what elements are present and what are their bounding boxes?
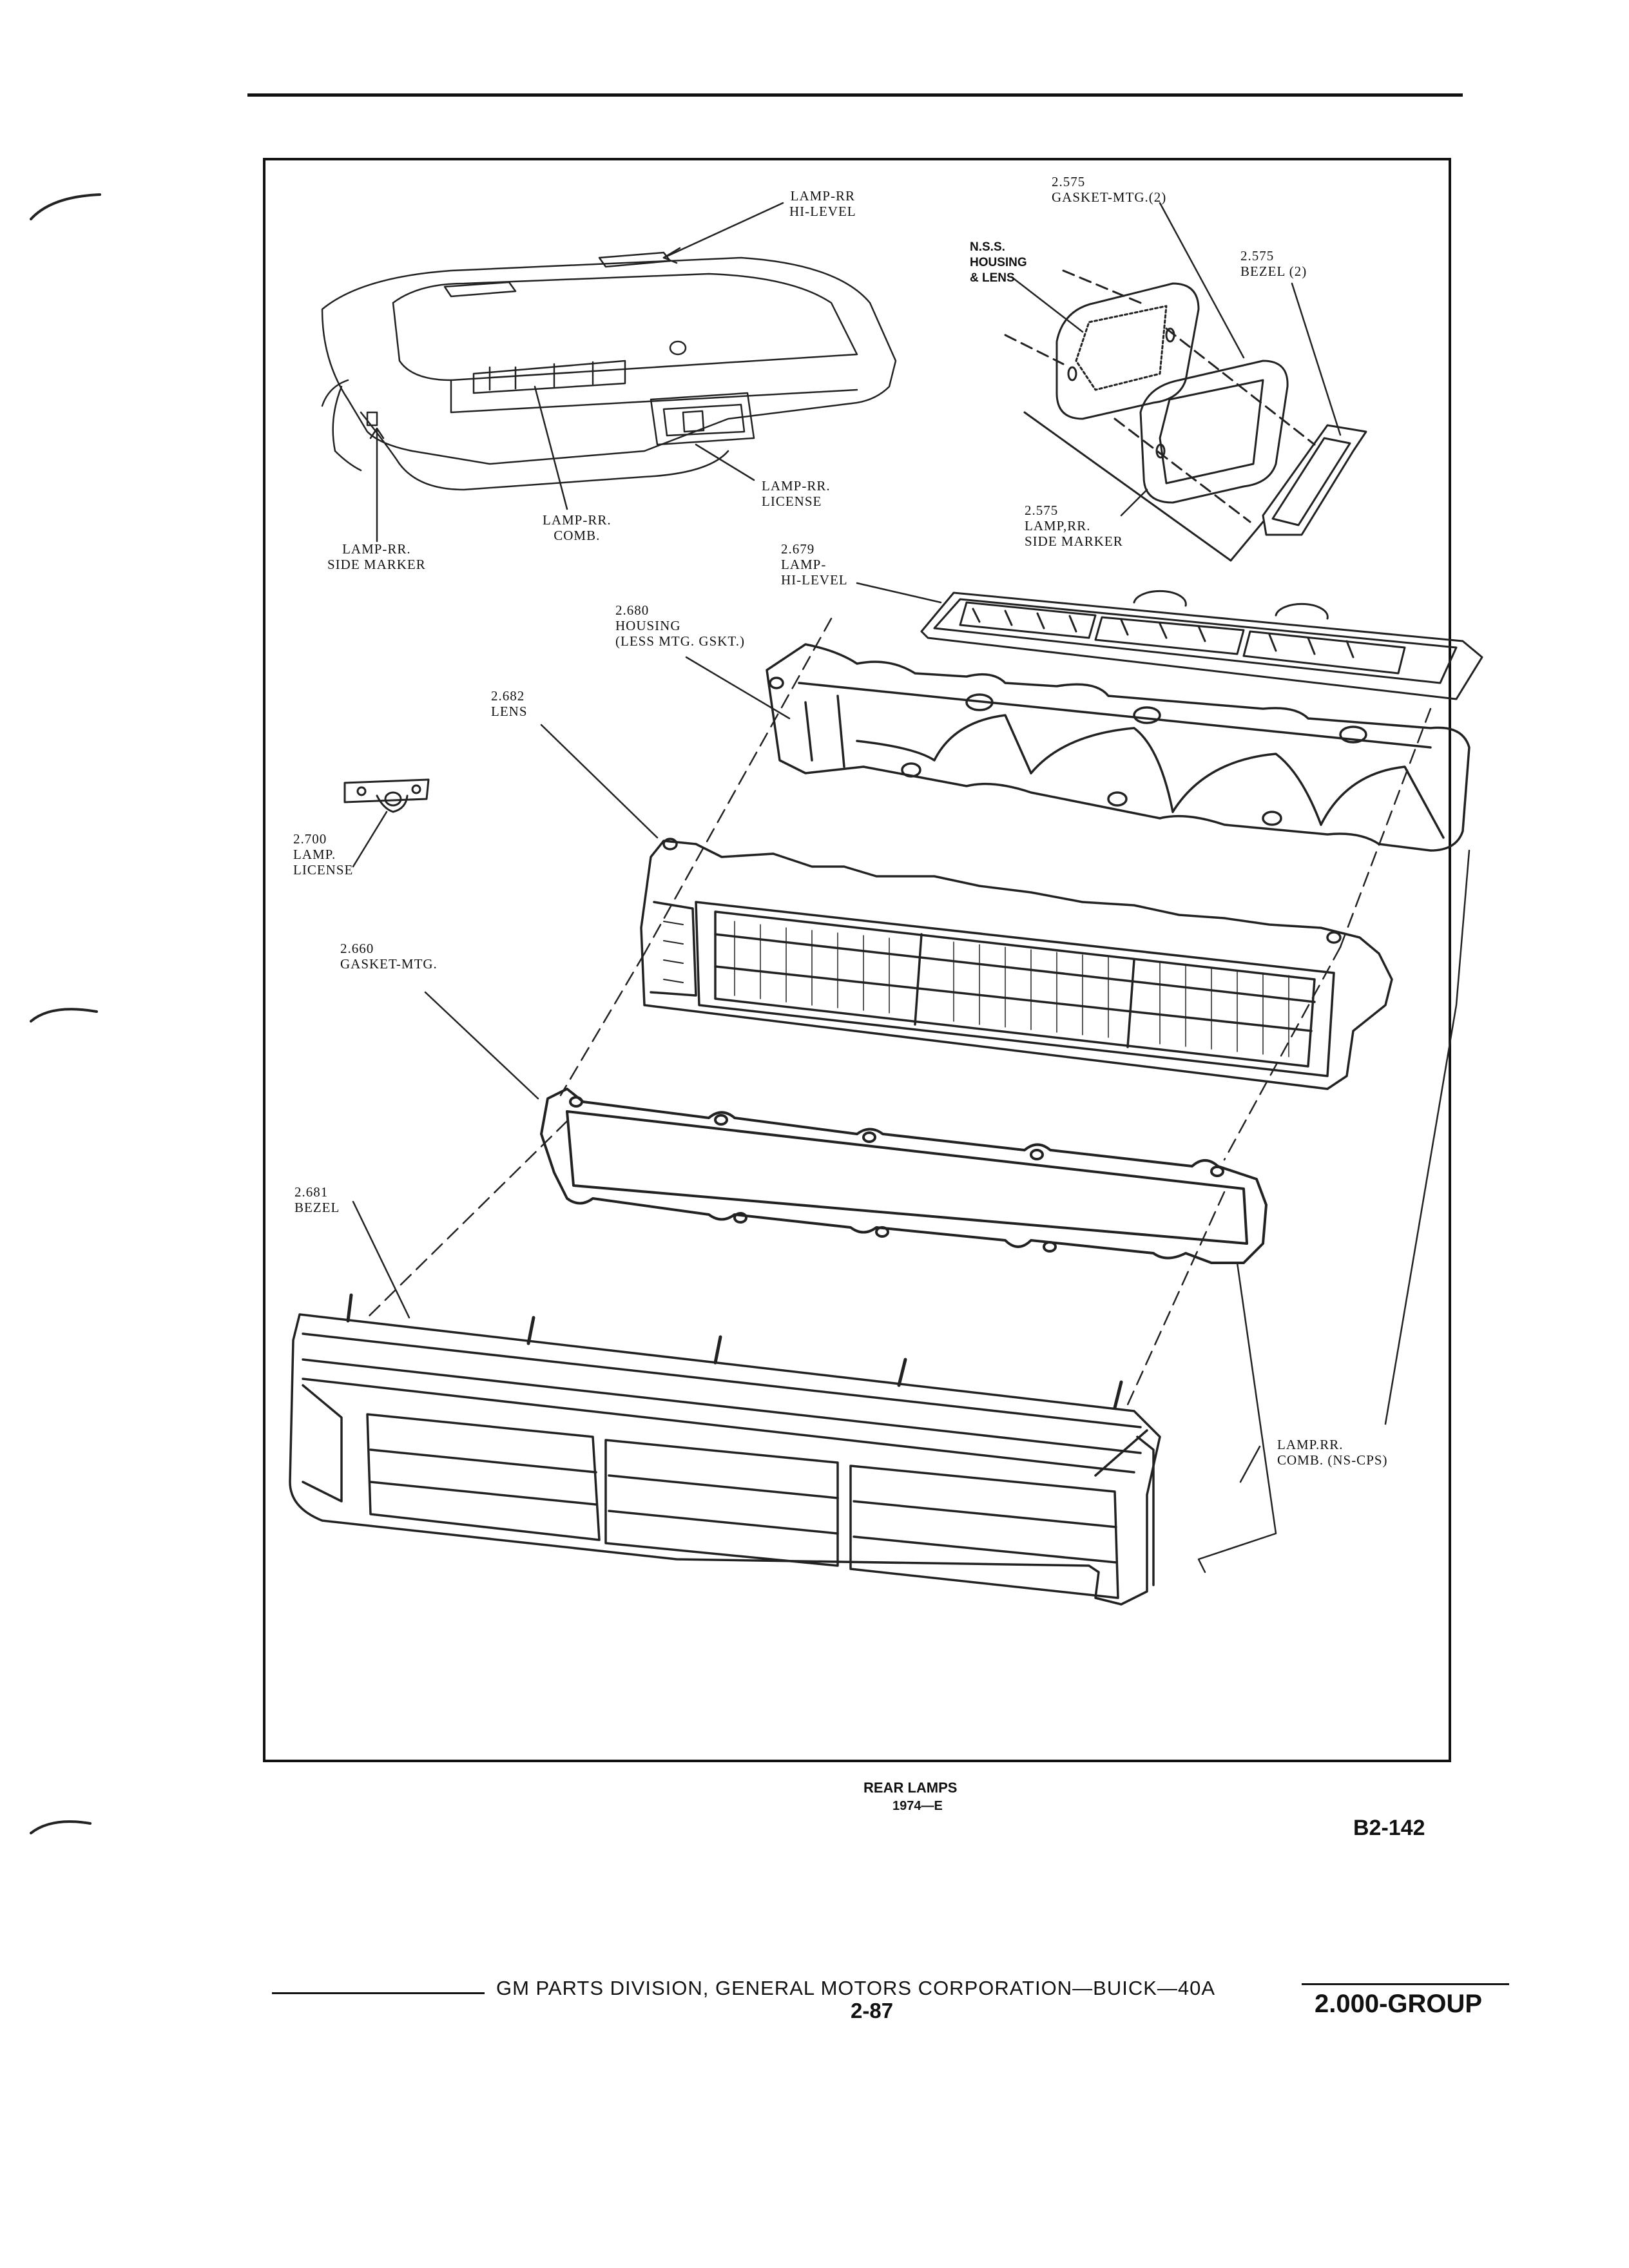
footer-page-number: 2-87	[851, 1999, 894, 2023]
figure-subtitle: 1974—E	[892, 1799, 943, 1813]
bezel-leader	[352, 1200, 410, 1319]
label-lamp-rr-side-marker: LAMP-RR. SIDE MARKER	[327, 541, 426, 572]
lamp-lens-drawing	[640, 838, 1393, 1090]
lamp-housing-drawing	[766, 643, 1470, 852]
figure-title: REAR LAMPS	[863, 1780, 958, 1796]
binder-marks	[30, 193, 101, 1834]
footer-rule-left	[272, 1992, 485, 1994]
footer-publisher: GM PARTS DIVISION, GENERAL MOTORS CORPOR…	[496, 1977, 1216, 1999]
label-lamp-rr-license: LAMP-RR. LICENSE	[762, 478, 831, 509]
hi-level-lamp-drawing	[920, 590, 1483, 700]
car-rear-view-drawing	[321, 251, 897, 491]
header-rule	[247, 93, 1463, 97]
figure-number: B2-142	[1353, 1816, 1425, 1840]
label-bezel-2681: 2.681 BEZEL	[294, 1184, 340, 1215]
label-hi-level-2679: 2.679 LAMP- HI-LEVEL	[781, 541, 848, 588]
car-leader-lines	[369, 202, 784, 543]
label-housing-2680: 2.680 HOUSING (LESS MTG. GSKT.)	[615, 602, 745, 649]
comb-bracket	[1197, 1262, 1277, 1573]
label-gasket-mtg-2575: 2.575 GASKET-MTG.(2)	[1052, 174, 1167, 205]
label-bezel-2575: 2.575 BEZEL (2)	[1240, 248, 1307, 279]
label-nss-housing-lens: N.S.S. HOUSING & LENS	[970, 240, 1027, 285]
gasket-leader	[424, 991, 539, 1100]
footer-rule-right	[1302, 1983, 1509, 1985]
mounting-gasket-drawing	[540, 1088, 1268, 1264]
label-lamp-rr-comb: LAMP-RR. COMB.	[543, 512, 612, 543]
label-gasket-2660: 2.660 GASKET-MTG.	[340, 941, 438, 972]
label-comb-ns-cps: LAMP.RR. COMB. (NS-CPS)	[1277, 1437, 1388, 1468]
license-leader	[352, 811, 388, 868]
license-lamp-drawing	[343, 778, 430, 813]
figure-frame	[263, 158, 1451, 1762]
comb-leader	[1239, 1445, 1261, 1483]
side-marker-leader-lines	[1010, 202, 1342, 517]
footer-group: 2.000-GROUP	[1315, 1990, 1483, 2018]
side-marker-exploded-drawing	[1004, 269, 1367, 562]
hi-level-leader	[856, 582, 942, 604]
label-lens-2682: 2.682 LENS	[491, 688, 528, 719]
label-lamp-rr-hi-level: LAMP-RR HI-LEVEL	[789, 188, 856, 219]
explosion-center-lines	[363, 617, 1432, 1406]
lens-leader	[540, 724, 659, 839]
bezel-drawing	[289, 1293, 1161, 1606]
label-license-2700: 2.700 LAMP. LICENSE	[293, 831, 354, 878]
housing-leader	[685, 656, 791, 720]
label-side-marker-2575: 2.575 LAMP,RR. SIDE MARKER	[1025, 503, 1123, 549]
